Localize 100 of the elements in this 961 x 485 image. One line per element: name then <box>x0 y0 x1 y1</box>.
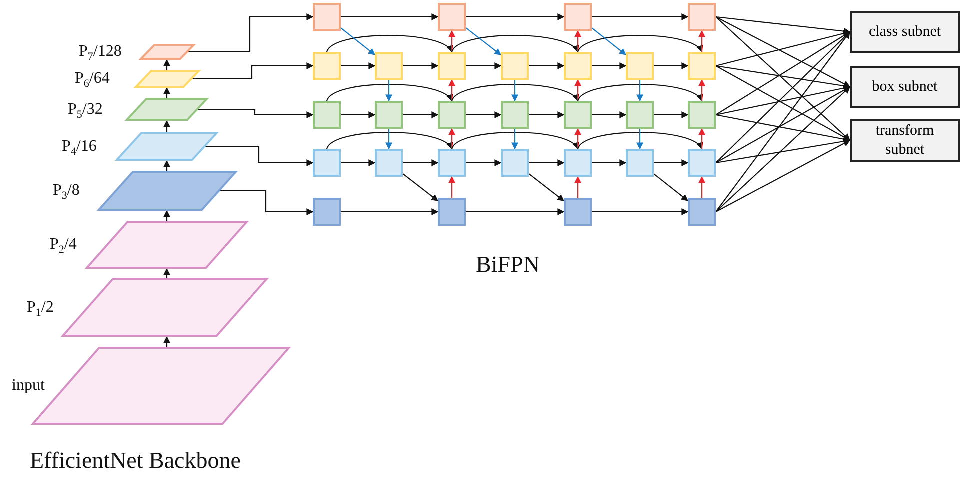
arrow <box>341 208 439 216</box>
arrow <box>529 112 565 118</box>
arrow <box>636 129 644 150</box>
arrow <box>326 84 452 102</box>
feature-node-box <box>564 3 592 31</box>
feature-node-box <box>564 198 592 226</box>
feature-node-box <box>313 101 341 129</box>
arrow <box>164 160 170 171</box>
arrow <box>466 62 502 70</box>
arrow <box>164 210 170 221</box>
layer-label: P$_{5}$/32 <box>68 100 103 123</box>
arrow <box>512 129 518 150</box>
arrow <box>386 129 392 150</box>
feature-node-box <box>375 149 403 177</box>
feature-node-box <box>688 198 716 226</box>
arrow <box>578 132 702 150</box>
arrow <box>402 173 439 202</box>
arrow <box>574 176 582 198</box>
subnet-box: class subnet <box>850 11 960 53</box>
layer-label: P$_{4}$/16 <box>62 136 97 160</box>
arrow <box>698 30 706 52</box>
arrow <box>448 176 456 198</box>
arrow <box>341 62 376 70</box>
feature-node-box <box>375 52 403 80</box>
feature-node-box <box>313 149 341 177</box>
arrow <box>636 80 644 102</box>
arrow <box>164 59 170 70</box>
arrow <box>592 62 627 70</box>
feature-node-box <box>564 101 592 129</box>
arrow <box>466 14 565 20</box>
feature-node-box <box>501 101 529 129</box>
arrow <box>574 128 582 149</box>
arrow <box>716 16 851 35</box>
subnet-box: box subnet <box>850 66 960 108</box>
arrow <box>592 14 689 20</box>
feature-node-box <box>688 101 716 129</box>
arrow <box>654 174 689 202</box>
feature-node-box <box>313 3 341 31</box>
arrow <box>403 160 439 166</box>
arrow <box>592 112 627 118</box>
feature-node-box <box>626 52 654 80</box>
arrow <box>204 146 314 166</box>
arrow <box>326 132 452 150</box>
feature-node-box <box>375 101 403 129</box>
layer-label: P$_{3}$/8 <box>53 181 80 204</box>
arrow <box>654 62 689 70</box>
arrow <box>698 176 706 198</box>
arrow <box>164 268 170 278</box>
feature-node-box <box>313 198 341 226</box>
section-title: BiFPN <box>476 252 540 278</box>
feature-node-box <box>438 3 466 31</box>
arrow <box>698 79 706 101</box>
feature-node-box <box>564 149 592 177</box>
arrow <box>716 16 851 88</box>
arrow <box>698 128 706 149</box>
arrow <box>578 84 702 102</box>
feature-node-box <box>688 52 716 80</box>
arrow <box>574 79 582 101</box>
arrow <box>452 34 578 53</box>
arrow <box>341 160 376 166</box>
arrow <box>574 30 582 52</box>
arrow <box>592 208 689 216</box>
layer-label: P$_{1}$/2 <box>27 298 54 321</box>
feature-node-box <box>626 149 654 177</box>
arrow <box>448 128 456 149</box>
layer-label: input <box>12 376 45 396</box>
arrow <box>716 140 851 212</box>
arrow <box>512 80 518 102</box>
feature-node-box <box>688 149 716 177</box>
arrow <box>529 160 565 166</box>
arrow <box>164 336 170 347</box>
arrow <box>452 84 578 102</box>
feature-node-box <box>438 149 466 177</box>
subnet-box: transform subnet <box>850 119 960 162</box>
arrow <box>592 28 627 56</box>
arrow <box>403 62 439 70</box>
feature-node-box <box>438 101 466 129</box>
arrow <box>341 112 376 118</box>
arrow <box>716 16 851 141</box>
arrow <box>466 160 502 166</box>
arrow <box>197 108 314 118</box>
arrow <box>164 120 170 132</box>
arrow <box>341 14 439 20</box>
arrow <box>164 87 170 98</box>
arrow <box>654 160 689 166</box>
feature-node-box <box>501 149 529 177</box>
feature-node-box <box>438 198 466 226</box>
arrow <box>452 132 578 150</box>
arrow <box>191 62 314 80</box>
arrow <box>448 79 456 101</box>
feature-node-box <box>501 52 529 80</box>
layer-label: P$_{7}$/128 <box>79 42 122 66</box>
arrow <box>448 30 456 52</box>
arrow <box>466 112 502 118</box>
layer-label: P$_{2}$/4 <box>50 235 77 258</box>
feature-node-box <box>564 52 592 80</box>
arrow <box>528 173 565 202</box>
arrow <box>654 112 689 118</box>
arrow <box>403 112 439 118</box>
arrow <box>187 14 314 53</box>
